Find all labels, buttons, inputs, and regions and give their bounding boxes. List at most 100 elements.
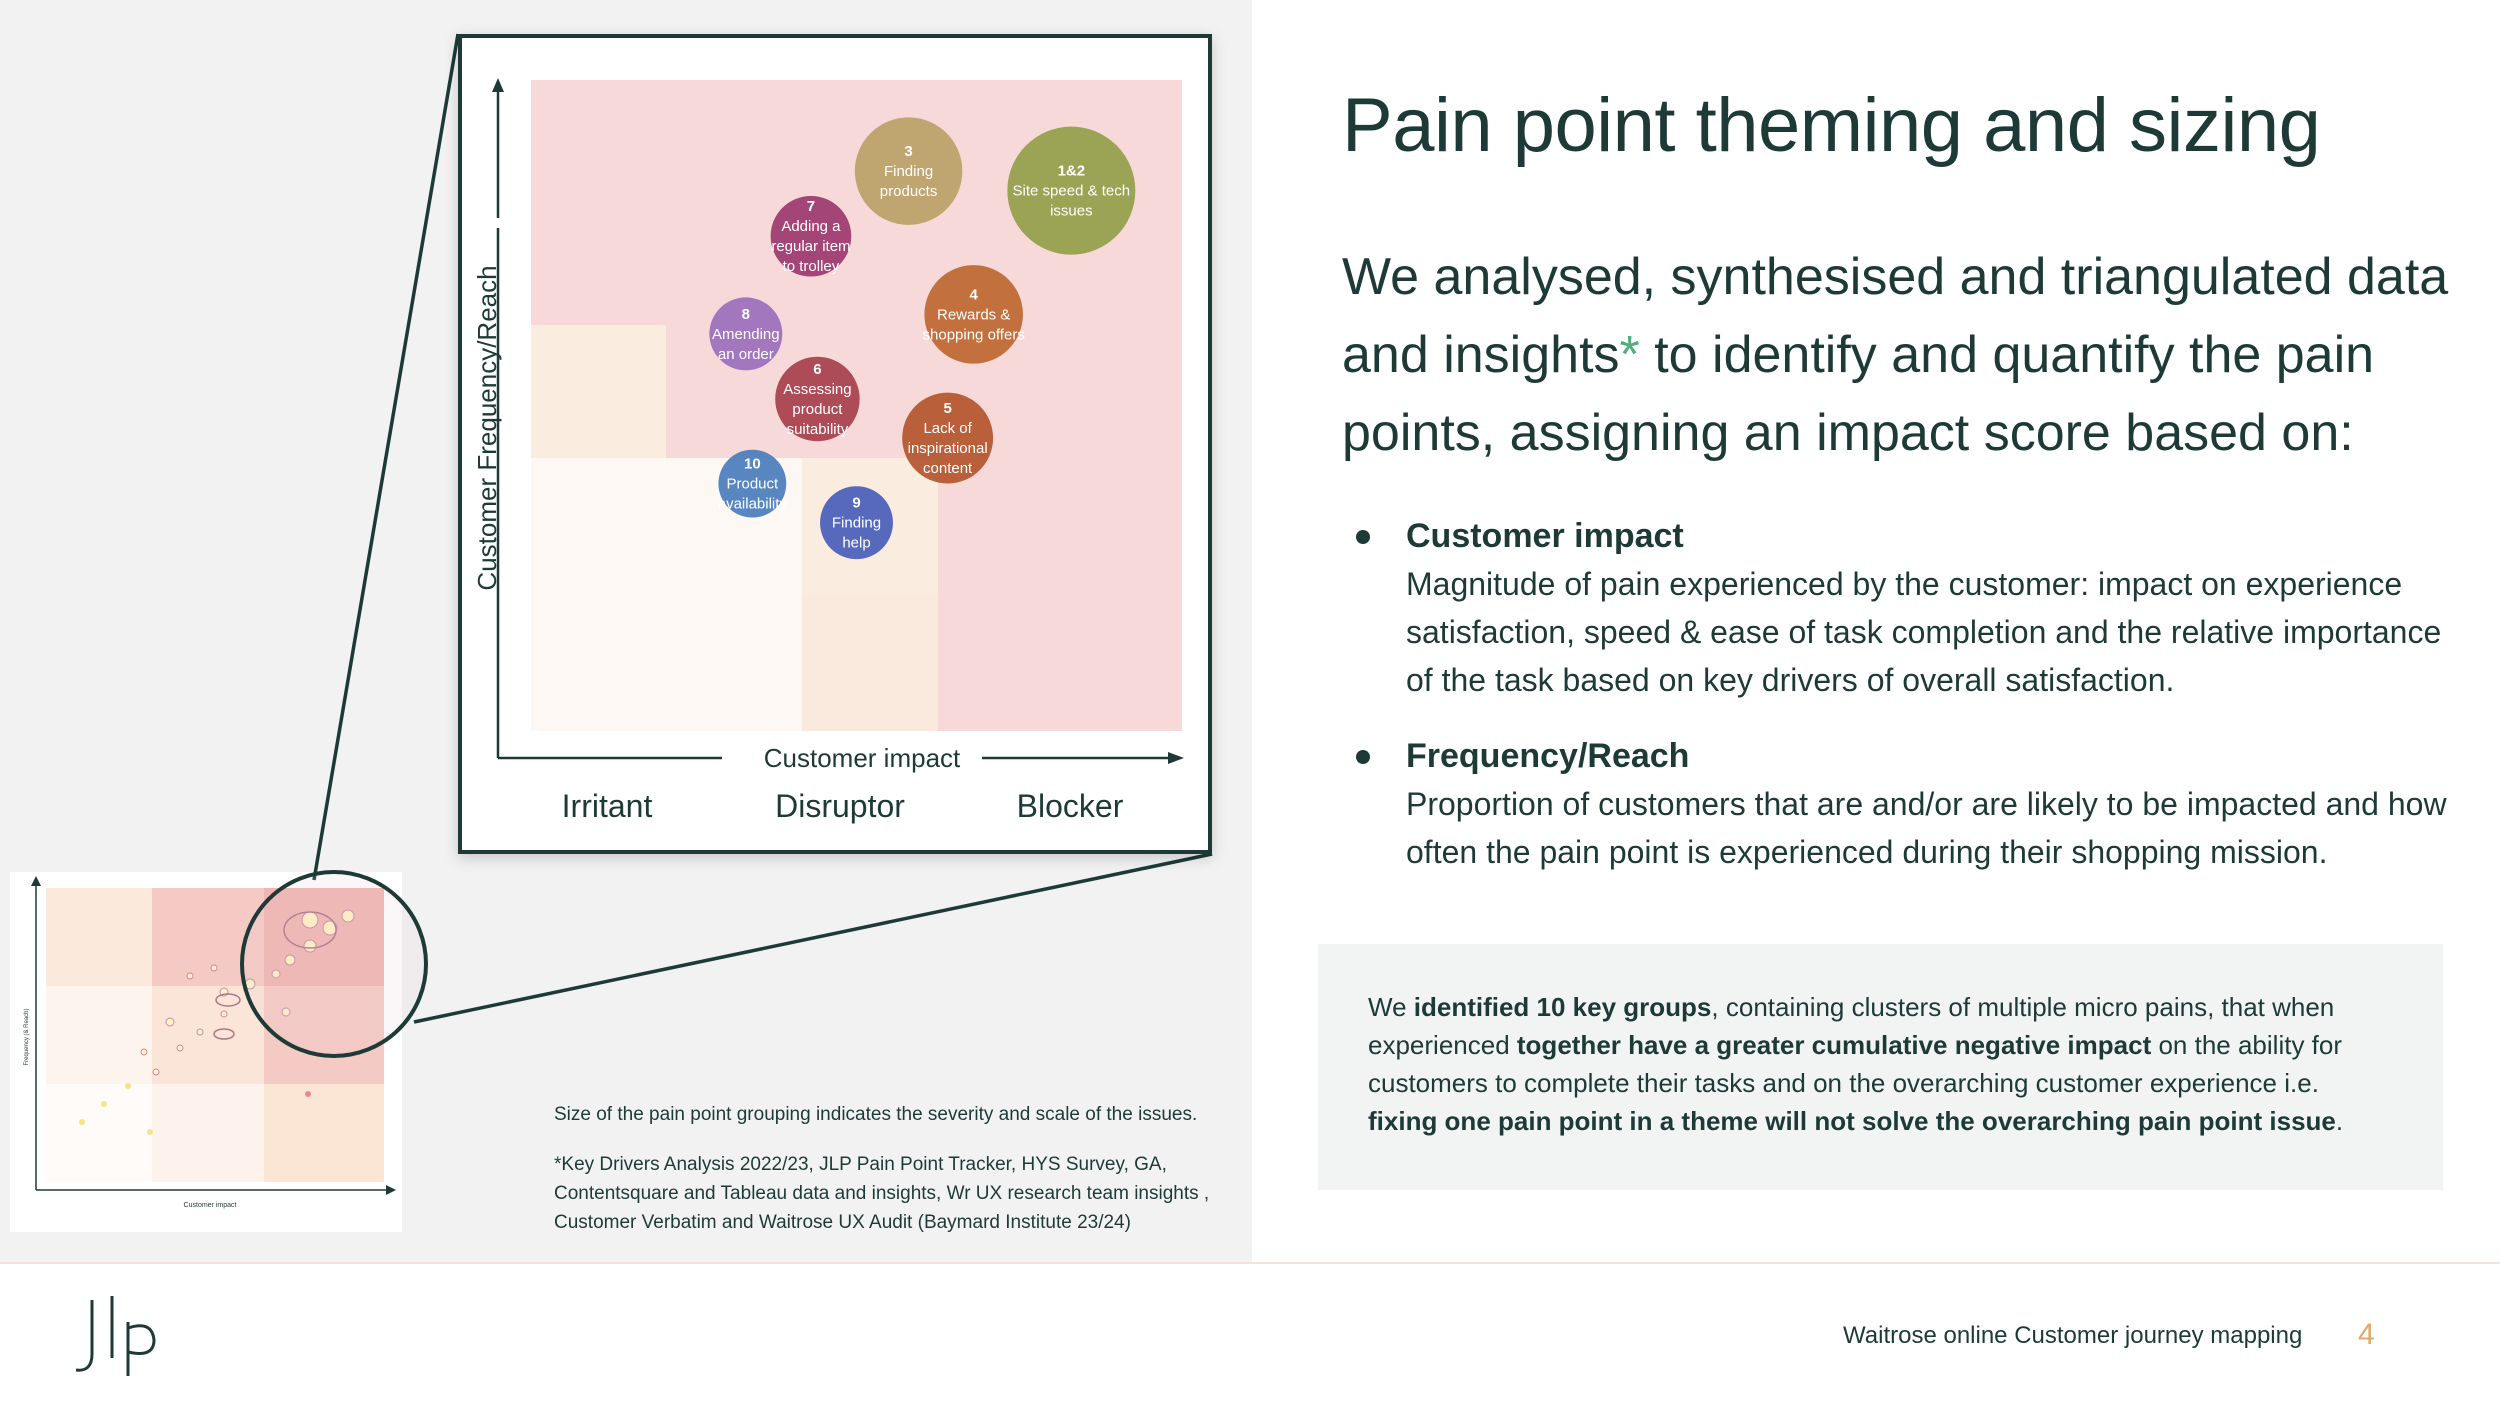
logo-stroke [126,1322,156,1376]
mini-cluster [215,993,241,1007]
bubble-label: Assessing [783,381,851,398]
bubble-circle [718,449,787,518]
bubble-chart: Customer impact Customer Frequency/Reach… [472,78,1184,824]
criteria-heading: Customer impact [1406,517,1684,555]
jlp-logo [75,1296,156,1376]
bubble-label: Adding a [781,218,841,235]
bubble-label: Finding [884,163,933,180]
mini-zone [46,986,152,1084]
bubble-number: 3 [904,143,912,160]
intro-text: We analysed, synthesised and triangulate… [1342,238,2462,472]
mini-x-arrow [386,1185,396,1195]
mini-dot [322,920,338,936]
bubble-label: regular item [771,238,850,255]
mini-x-label: Customer impact [184,1202,237,1209]
bubble-label: issues [1050,203,1093,220]
x-category-label: Blocker [1017,788,1124,824]
intro-part2: to identify and quantify the pain points… [1342,326,2375,462]
mini-zone [46,1084,152,1182]
callout-bold: identified 10 key groups [1413,992,1712,1022]
mini-dot [152,1068,160,1076]
bubble-label: suitability [787,421,849,438]
mini-dot [101,1101,107,1107]
zoomed-chart: Customer impact Customer Frequency/Reach… [458,34,1212,854]
mini-dot [210,964,218,972]
logo-stroke [75,1300,94,1372]
mini-dot [176,1044,184,1052]
callout-text: We [1368,992,1414,1022]
bubble-number: 7 [807,198,815,215]
intro-asterisk: * [1619,326,1640,384]
bubble-label: Rewards & [937,306,1010,323]
bubble-label: Lack of [923,420,972,437]
bullet-dot [1356,530,1370,544]
criteria-list: Customer impact Magnitude of pain experi… [1352,512,2462,904]
bubble-label: to trolley [783,258,840,275]
mini-zone [264,888,384,986]
bubble-number: 8 [742,306,750,323]
x-category-label: Irritant [562,788,653,824]
bubble-circle [770,195,852,277]
connector-line-top [312,33,460,881]
zoom-connector [240,33,1213,1058]
bubble-number: 9 [852,495,860,512]
criteria-body: Proportion of customers that are and/or … [1406,786,2447,870]
x-axis-label: Customer impact [764,743,961,773]
intro-part1: We analysed, synthesised and triangulate… [1342,248,2449,384]
mini-zone [264,1084,384,1182]
mini-dot [147,1129,153,1135]
callout-text: on the ability for customers to complete… [1368,1030,2343,1098]
footer-divider [0,1262,2500,1264]
bubble-circle [902,392,994,484]
bubble-label: Amending [712,326,780,343]
sources-note: *Key Drivers Analysis 2022/23, JLP Pain … [554,1154,1210,1233]
mini-dot [196,1028,204,1036]
mini-y-arrow [31,876,41,886]
criteria-body: Magnitude of pain experienced by the cus… [1406,566,2442,698]
mini-zone [46,888,152,986]
bubble-circle [854,117,963,225]
bubble-number: 1&2 [1058,163,1086,180]
mini-dot [303,939,317,953]
connector-line-bottom [413,852,1213,1024]
bubble-label: Finding [832,515,881,532]
bubble-label: product [792,401,843,418]
bubble-label: an order [718,346,774,363]
bubble-label: Product [726,476,779,493]
callout-bold: together have a greater cumulative negat… [1516,1030,2152,1060]
mini-cluster [213,1028,235,1040]
bubble-label: availability [718,496,788,513]
size-note: Size of the pain point grouping indicate… [554,1104,1198,1125]
bubble-label: shopping offers [923,326,1025,343]
mini-dot [305,1091,311,1097]
mini-chart-svg: Customer impact Frequency (& Reach) [24,876,396,1209]
mini-chart-thumbnail: Customer impact Frequency (& Reach) [10,872,402,1232]
bubble-label: content [923,460,973,477]
callout-bold: fixing one pain point in a theme will no… [1368,1106,2336,1136]
mini-dot [220,1010,228,1018]
criteria-item-frequency: Frequency/Reach Proportion of customers … [1352,732,2462,876]
bubble-circle [924,265,1023,364]
mini-zone [152,986,264,1084]
bubble-label: inspirational [908,440,988,457]
page-number: 4 [2358,1318,2375,1351]
page-title: Pain point theming and sizing [1342,83,2321,168]
zone-disruptor [802,594,938,731]
mini-y-label: Frequency (& Reach) [24,1008,30,1065]
y-axis-label: Customer Frequency/Reach [472,265,502,590]
footer-title: Waitrose online Customer journey mapping [1843,1322,2303,1349]
key-groups-callout: We identified 10 key groups, containing … [1318,944,2443,1190]
criteria-item-customer-impact: Customer impact Magnitude of pain experi… [1352,512,2462,704]
bubble-number: 5 [943,400,951,417]
mini-zone [264,986,384,1084]
y-axis-arrow [492,78,504,92]
mini-dot [341,909,355,923]
